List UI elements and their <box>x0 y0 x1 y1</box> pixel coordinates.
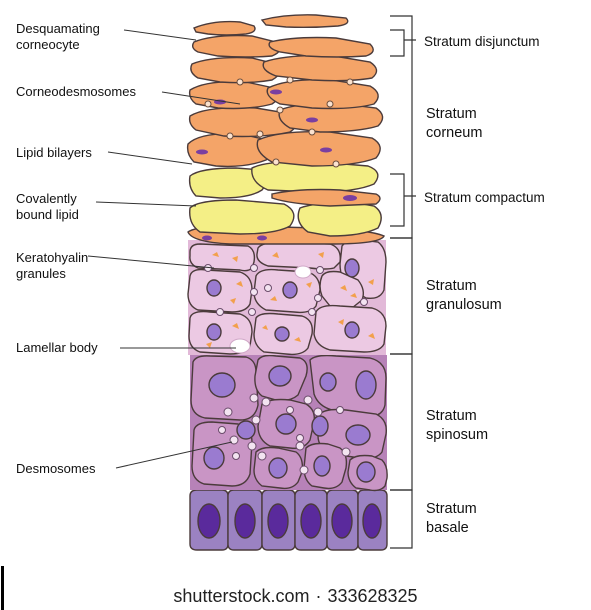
lipid-cell <box>297 201 382 237</box>
leader-keratohyalin <box>87 255 215 269</box>
watermark-separator: · <box>315 586 322 606</box>
spinous-nucleus <box>311 415 329 437</box>
corneocyte-remnant <box>257 235 267 241</box>
corneocyte-remnant <box>343 195 357 201</box>
watermark-site: shutterstock.com <box>173 586 310 606</box>
leader-desmosomes <box>115 441 233 469</box>
label-lamellar-body: Lamellar body <box>16 340 98 355</box>
lamellar-body <box>229 338 251 354</box>
stratum-corneum-layer <box>186 14 384 168</box>
leader-covalently-bound <box>95 201 197 207</box>
label-stratum-corneum: Stratum corneum <box>426 106 483 141</box>
corneocyte-remnant <box>270 89 282 95</box>
corneocyte-cell <box>190 56 281 84</box>
layer-brackets <box>390 15 416 549</box>
bracket-disjunctum <box>390 29 416 57</box>
corneocyte-cell <box>266 79 379 110</box>
granular-nucleus <box>206 323 222 341</box>
spinous-nucleus <box>236 420 256 440</box>
stratum-granulosum-layer <box>187 239 387 356</box>
granular-nucleus <box>344 258 360 278</box>
basal-nucleus <box>267 503 289 539</box>
left-edge-bar <box>1 566 4 610</box>
corneocyte-remnant <box>320 147 332 153</box>
granular-cell <box>256 241 341 270</box>
basal-nucleus <box>197 503 221 539</box>
granular-nucleus <box>274 326 290 342</box>
watermark-footer: shutterstock.com·333628325 <box>0 586 591 607</box>
leader-lipid-bilayers <box>107 151 193 165</box>
corneocyte-remnant <box>306 117 318 123</box>
spinous-nucleus <box>313 455 331 477</box>
granular-cell <box>319 270 365 311</box>
desquamating-corneocyte <box>191 34 281 58</box>
granular-nucleus <box>206 279 222 297</box>
label-stratum-basale: Stratum basale <box>426 501 477 536</box>
granular-nucleus <box>344 321 360 339</box>
lipid-cell <box>189 199 295 235</box>
label-stratum-granulosum: Stratum granulosum <box>426 278 502 313</box>
label-corneodesmosomes: Corneodesmosomes <box>16 84 136 99</box>
bracket-compactum <box>390 173 416 227</box>
corneocyte-cell <box>188 80 280 110</box>
label-keratohyalin-granules: Keratohyalin granules <box>16 250 89 281</box>
bracket-granulosum <box>390 237 413 355</box>
basal-nucleus <box>300 503 322 539</box>
desquamating-corneocyte <box>260 14 349 29</box>
watermark-id: 333628325 <box>327 586 418 606</box>
spinous-nucleus <box>355 370 377 400</box>
label-stratum-disjunctum: Stratum disjunctum <box>424 34 540 49</box>
leader-corneodesmosomes <box>161 91 241 105</box>
spinous-nucleus <box>208 372 236 398</box>
stratum-spinosum-layer <box>190 354 388 492</box>
spinous-nucleus <box>319 372 337 392</box>
lipid-cell <box>188 167 268 199</box>
label-desmosomes: Desmosomes <box>16 461 96 476</box>
spinous-nucleus <box>356 461 376 483</box>
stratum-basale-layer <box>189 489 388 551</box>
corneocyte-remnant <box>196 149 208 155</box>
keratohyalin-granules <box>206 252 375 348</box>
corneocyte-remnant <box>202 235 212 241</box>
spinous-nucleus <box>203 446 225 470</box>
leader-lines <box>87 29 241 469</box>
label-lipid-bilayers: Lipid bilayers <box>16 145 92 160</box>
label-stratum-spinosum: Stratum spinosum <box>426 408 489 443</box>
bracket-corneum <box>390 15 413 239</box>
spinous-nucleus <box>275 413 297 435</box>
desmosome-dots <box>218 393 351 475</box>
granular-nucleus <box>282 281 298 299</box>
lamellar-body <box>294 265 312 279</box>
basal-nucleus <box>362 503 382 539</box>
bracket-spinosum <box>390 353 413 491</box>
corneocyte-cell <box>262 54 378 82</box>
basal-nucleus <box>331 503 353 539</box>
spinous-nucleus <box>345 424 371 446</box>
leader-desquamating <box>123 29 197 41</box>
spinous-nucleus <box>268 457 288 479</box>
corneodesmosome-dots <box>204 76 354 168</box>
bracket-basale <box>390 489 413 549</box>
corneocyte-cell <box>256 131 381 167</box>
spinous-nucleus <box>268 365 292 387</box>
basal-nucleus <box>234 503 256 539</box>
desquamating-corneocyte <box>193 20 256 36</box>
corneocyte-cell <box>271 188 381 207</box>
stratum-compactum-layer <box>187 160 385 245</box>
desquamating-corneocyte <box>268 36 374 58</box>
label-desquamating-corneocyte: Desquamating corneocyte <box>16 21 100 52</box>
label-stratum-compactum: Stratum compactum <box>424 190 545 205</box>
label-covalently-bound-lipid: Covalently bound lipid <box>16 191 79 222</box>
